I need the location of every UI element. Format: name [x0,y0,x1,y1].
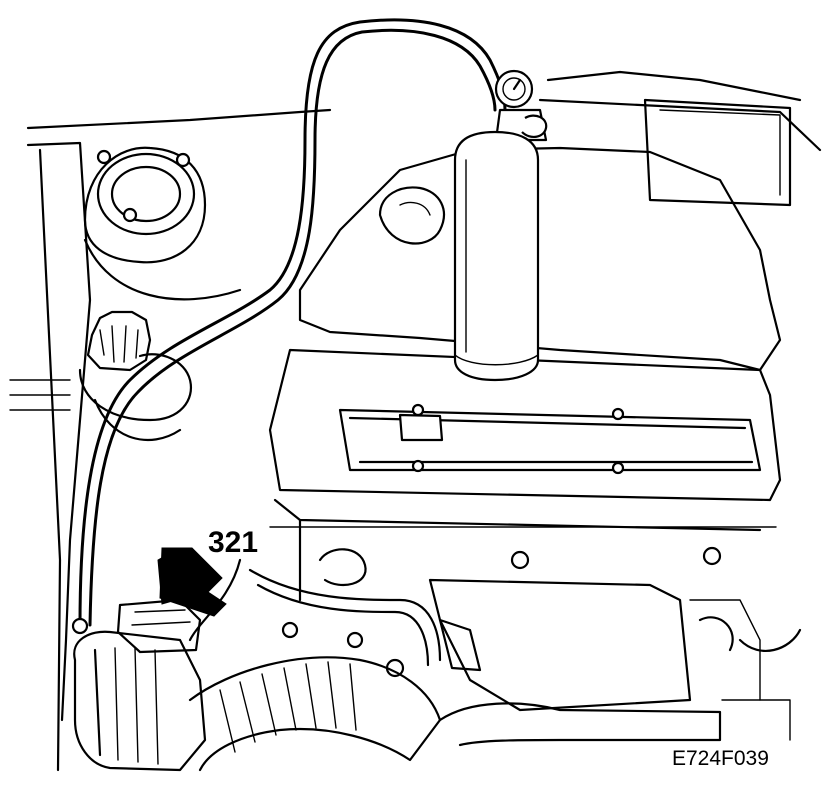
pressure-canister [453,69,548,382]
fuel-rail [248,568,482,678]
callout-arrow [157,526,777,617]
maf-sensor-housing [73,558,242,772]
intake-hose [188,656,722,772]
callout-label: 321 [208,526,258,559]
gauge-hose [71,18,507,635]
figure-id-frame [721,699,791,741]
figure-id-label: E724F039 [672,747,769,770]
coolant-reservoir [78,310,193,442]
intake-manifold [318,546,802,712]
engine-cover [268,146,782,602]
strut-tower [83,146,242,301]
